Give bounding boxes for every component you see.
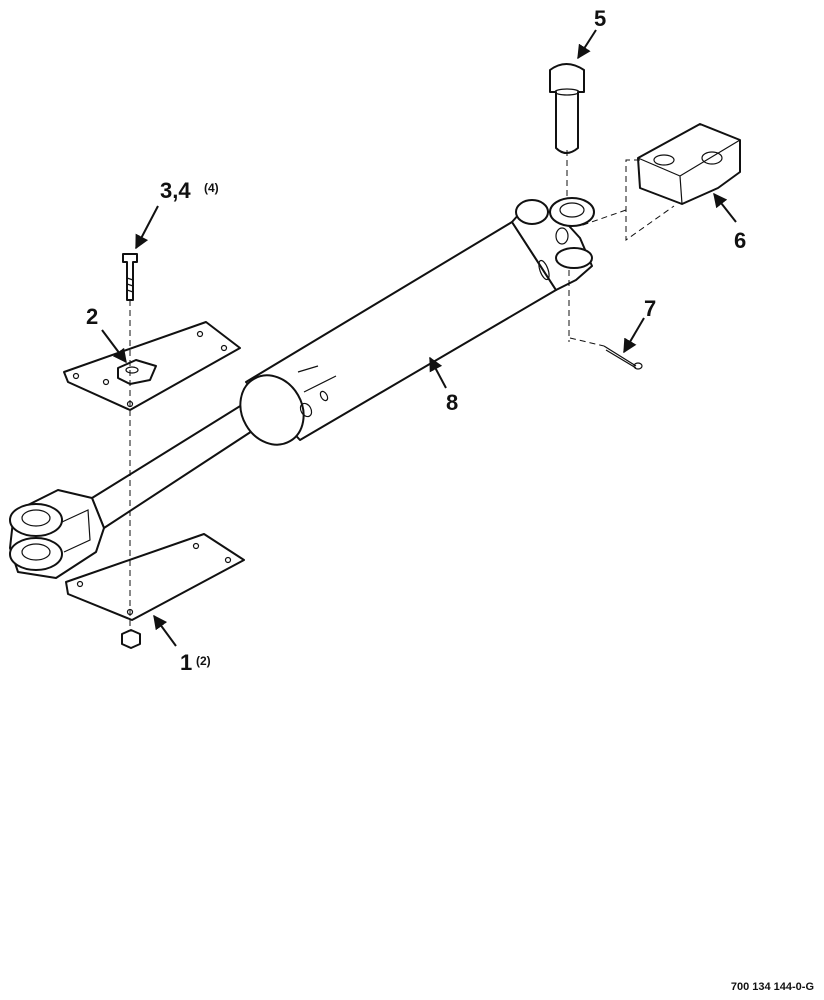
leader-arrow-6 [713, 192, 737, 223]
cotter-pin-axis-line [569, 337, 605, 347]
hydraulic-cylinder [9, 197, 595, 579]
mounting-plate-lower [65, 533, 245, 621]
callout-7: 7 [644, 296, 656, 321]
leader-arrow-3-4 [135, 205, 159, 250]
cotter-pin [603, 345, 643, 370]
clevis-block [637, 123, 741, 205]
leader-arrow-1 [153, 614, 177, 647]
leader-arrow-7 [623, 317, 645, 354]
figure-number: 700 134 144-0-G [731, 981, 814, 993]
callout-6: 6 [734, 228, 746, 253]
leader-arrow-5 [577, 29, 597, 60]
callout-2: 2 [86, 304, 98, 329]
rod-end-clevis [9, 489, 105, 579]
callout-8: 8 [446, 390, 458, 415]
callout-1: 1 [180, 650, 192, 675]
callout-5: 5 [594, 6, 606, 31]
leader-arrow-8 [429, 356, 447, 389]
clamp [117, 359, 157, 385]
callout-3-4-quantity: (4) [204, 181, 219, 195]
pin [549, 63, 585, 154]
nut [121, 629, 141, 649]
bolt [122, 253, 138, 301]
leader-arrow-2 [101, 329, 127, 364]
clevis-bracket-line [579, 159, 675, 241]
callout-1-quantity: (2) [196, 654, 211, 668]
callout-3-4: 3,4 [160, 178, 191, 203]
